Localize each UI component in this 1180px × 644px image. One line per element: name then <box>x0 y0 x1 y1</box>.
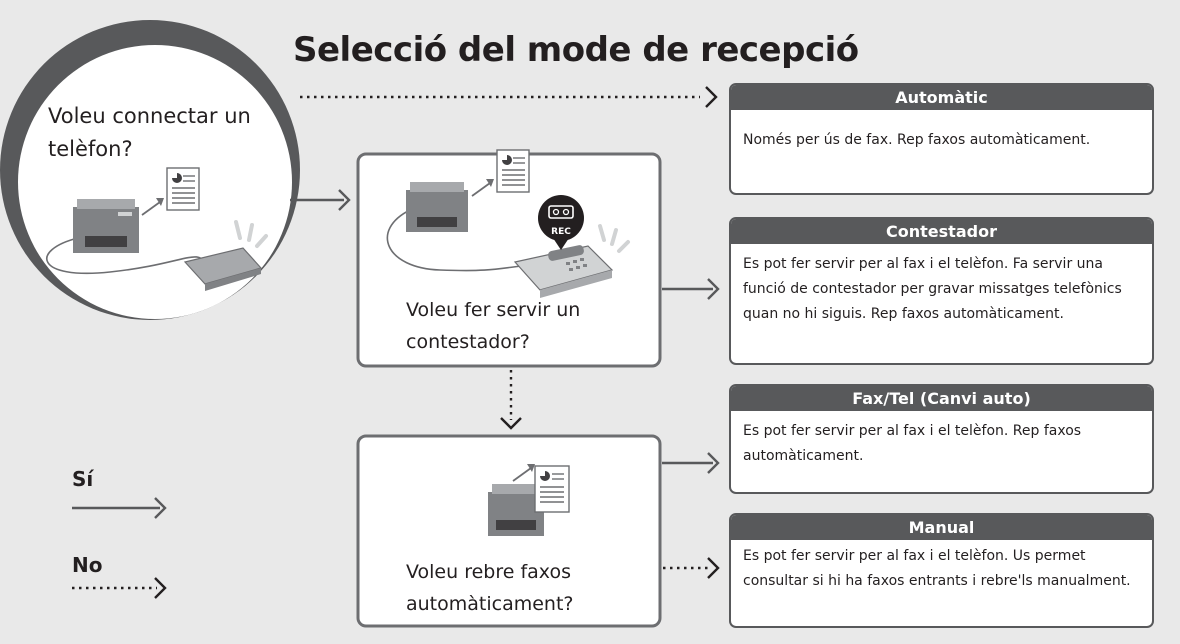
printer-icon <box>406 182 468 232</box>
question-auto-receive: Voleu rebre faxos automàticament? <box>406 561 574 615</box>
telephone-icon <box>183 247 263 291</box>
result-description: Només per ús de fax. Rep faxos automàtic… <box>743 132 1091 148</box>
answering-machine-illustration: REC <box>385 149 630 298</box>
result-title: Contestador <box>731 219 1152 244</box>
result-description: Es pot fer servir per al fax i el telèfo… <box>743 548 1131 589</box>
connector-start-to-answering-q <box>290 189 351 211</box>
connector-auto-to-manual <box>663 557 720 579</box>
ring-lines-icon <box>234 220 268 248</box>
legend-yes-arrow <box>72 497 167 519</box>
printer-icon <box>73 199 139 253</box>
document-icon <box>534 465 570 513</box>
result-title: Automàtic <box>731 85 1152 110</box>
result-card-faxtel: Fax/Tel (Canvi auto) Es pot fer servir p… <box>729 384 1154 494</box>
document-icon <box>166 167 200 211</box>
connector-start-to-automatic <box>300 86 718 108</box>
rec-badge-icon: REC <box>538 195 584 250</box>
legend-no-arrow <box>72 577 167 599</box>
question-answering-machine: Voleu fer servir un contestador? <box>406 299 581 353</box>
printer-phone-illustration <box>44 167 268 291</box>
fax-phone-icon <box>513 245 614 298</box>
legend-yes-label: Sí <box>72 467 94 491</box>
page-title: Selecció del mode de recepció <box>293 30 859 70</box>
result-title: Manual <box>731 515 1152 540</box>
connector-answering-to-auto-q <box>500 370 522 430</box>
connector-answering-to-contestador <box>662 278 720 300</box>
start-badge: Inici <box>129 45 179 69</box>
auto-receive-illustration <box>488 464 570 536</box>
start-question: Voleu connectar un telèfon? <box>48 104 251 161</box>
result-description: Es pot fer servir per al fax i el telèfo… <box>743 256 1122 322</box>
result-card-manual: Manual Es pot fer servir per al fax i el… <box>729 513 1154 628</box>
result-description: Es pot fer servir per al fax i el telèfo… <box>743 423 1082 464</box>
connector-auto-to-faxtel <box>662 452 720 474</box>
document-icon <box>496 149 530 193</box>
ring-lines-icon <box>598 224 630 253</box>
result-title: Fax/Tel (Canvi auto) <box>731 386 1152 411</box>
result-card-contestador: Contestador Es pot fer servir per al fax… <box>729 217 1154 365</box>
rec-label: REC <box>551 227 571 237</box>
result-card-automatic: Automàtic Només per ús de fax. Rep faxos… <box>729 83 1154 195</box>
legend-no-label: No <box>72 553 103 577</box>
